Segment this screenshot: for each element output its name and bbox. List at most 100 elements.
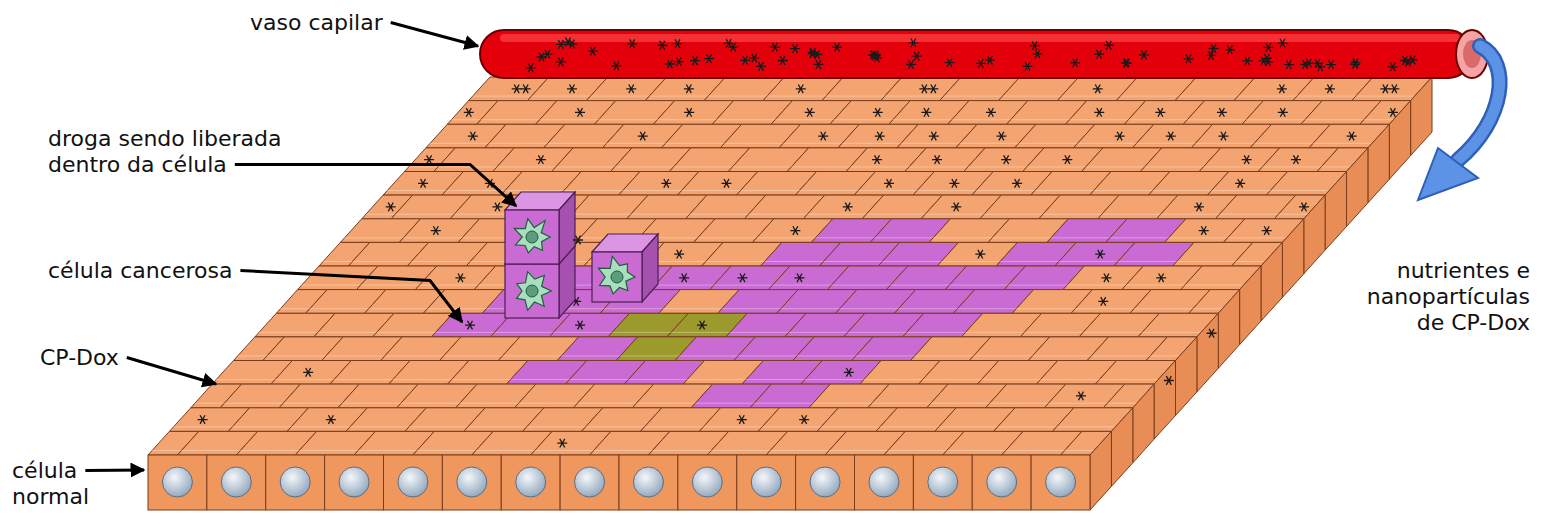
cell-edge [746, 379, 805, 380]
cell-edge [933, 237, 992, 238]
cell-edge [232, 426, 291, 427]
cell-nucleus [987, 467, 1017, 497]
cell-edge [866, 214, 925, 215]
cell-edge [419, 285, 478, 286]
cell-edge [385, 355, 444, 356]
cell-edge [1016, 308, 1075, 309]
cell-edge [880, 426, 939, 427]
vessel-body [480, 30, 1472, 78]
normal-cell [1218, 290, 1239, 369]
nanoparticle-mark [1121, 59, 1131, 68]
cell-edge [275, 379, 334, 380]
nanoparticle-mark [1023, 62, 1033, 71]
cell-edge [888, 450, 947, 451]
cell-edge [1126, 285, 1185, 286]
nanoparticle-mark [657, 41, 667, 50]
nanoparticle-mark [567, 84, 577, 93]
cell-edge [586, 426, 645, 427]
cell-edge [1094, 190, 1153, 191]
cell-edge [698, 237, 757, 238]
cell-edge [1118, 261, 1177, 262]
normal-cell [148, 455, 207, 510]
cell-edge [1185, 285, 1244, 286]
cell-edge [1203, 166, 1262, 167]
cell-edge [481, 119, 540, 120]
nanoparticle-mark [951, 203, 961, 212]
nanoparticle-mark [1262, 54, 1272, 63]
cell-edge [789, 332, 848, 333]
nanoparticle-mark [985, 56, 995, 65]
cell-edge [1083, 332, 1142, 333]
normal-cell [1111, 408, 1132, 487]
cell-edge [1043, 214, 1102, 215]
cell-edge [974, 355, 1033, 356]
cell-edge [623, 190, 682, 191]
cell-edge [649, 96, 708, 97]
leader-arrow [391, 23, 478, 47]
cell-edge [960, 143, 1019, 144]
cell-edge [1051, 237, 1110, 238]
normal-cell [1176, 337, 1197, 416]
cell-edge [976, 190, 1035, 191]
callout-label: droga sendo liberada dentro da célula [48, 126, 348, 178]
cell-edge [505, 190, 564, 191]
normal-cell [972, 455, 1031, 510]
cell-edge [1313, 143, 1372, 144]
nanoparticle-mark [756, 62, 766, 71]
cell-edge [738, 355, 797, 356]
cell-edge [1228, 237, 1287, 238]
cell-edge [1220, 214, 1279, 215]
cell-edge [540, 119, 599, 120]
cell-edge [815, 237, 874, 238]
cell-nucleus [162, 467, 192, 497]
cell-edge [216, 379, 275, 380]
cell-edge [1059, 261, 1118, 262]
nanoparticle-mark [1030, 41, 1040, 50]
cell-edge [716, 119, 775, 120]
cell-edge [436, 332, 495, 333]
cell-nucleus [280, 467, 310, 497]
nanoparticle-mark [521, 84, 531, 93]
cell-edge [893, 119, 952, 120]
cell-edge [1142, 332, 1201, 333]
callout-label: célula cancerosa [48, 258, 232, 284]
nanoparticle-mark [728, 43, 738, 52]
cell-edge [874, 237, 933, 238]
cell-edge [1086, 166, 1145, 167]
cell-edge [917, 190, 976, 191]
cell-edge [446, 190, 505, 191]
nanoparticle-mark [1094, 50, 1104, 59]
cell-edge [1110, 237, 1169, 238]
nanoparticle-mark [1408, 56, 1418, 65]
cell-edge [885, 96, 944, 97]
nanoparticle-mark [1139, 51, 1149, 60]
nanoparticle-mark [1093, 84, 1103, 93]
nanoparticle-mark [1001, 155, 1011, 164]
nanoparticle-mark [1156, 273, 1166, 282]
nanoparticle-mark [1242, 155, 1252, 164]
cell-edge [454, 214, 513, 215]
normal-cell [913, 455, 972, 510]
cell-nucleus [810, 467, 840, 497]
cell-side [642, 234, 658, 302]
cell-edge [781, 308, 840, 309]
nanoparticle-mark [665, 60, 675, 69]
nanoparticle-mark [770, 43, 780, 52]
nanoparticle-mark [1277, 84, 1287, 93]
flow-arrow-head [1418, 148, 1478, 200]
cell-edge [1278, 214, 1307, 215]
released-drug [514, 219, 550, 253]
nanoparticle-mark [1388, 62, 1398, 71]
cell-edge [556, 166, 615, 167]
normal-cell [855, 455, 914, 510]
cell-edge [535, 450, 594, 451]
nanoparticle-mark [431, 226, 441, 235]
cell-edge [1057, 426, 1116, 427]
flow-arrow [1458, 46, 1500, 160]
cell-edge [703, 426, 762, 427]
cell-edge [1195, 143, 1254, 144]
nanoparticle-mark [1347, 132, 1357, 141]
nanoparticle-mark [1070, 59, 1080, 68]
cell-edge [944, 96, 1003, 97]
